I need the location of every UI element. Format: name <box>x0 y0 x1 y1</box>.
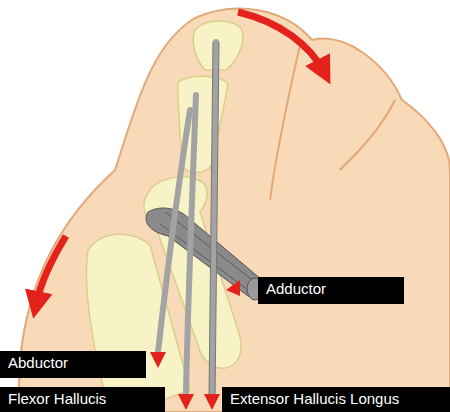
muscle-label: Extensor Hallucis Longus <box>230 390 442 408</box>
toe-rotation-arrow <box>238 12 324 72</box>
toe-crease <box>270 45 300 200</box>
muscle-label: Adductor <box>266 280 396 298</box>
muscle-label: Flexor Hallucis <box>8 390 157 408</box>
tendons <box>158 42 216 398</box>
label-box: Adductor <box>258 277 404 304</box>
label-box: Extensor Hallucis Longus <box>222 387 450 412</box>
toe-crease <box>340 100 395 170</box>
label-box: Abductor <box>0 351 146 378</box>
muscle-label: Abductor <box>8 354 138 372</box>
label-box: Flexor Hallucis <box>0 387 165 412</box>
metatarsal-rotation-arrow <box>36 236 66 305</box>
tendon-edges <box>209 42 219 398</box>
